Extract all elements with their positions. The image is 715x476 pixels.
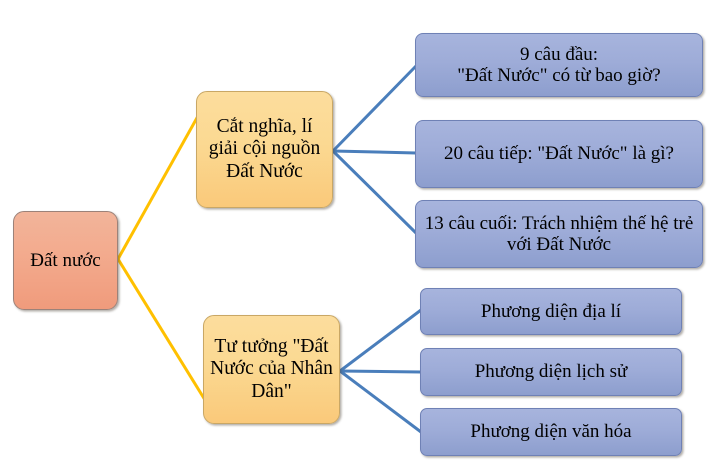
leaf-node-1-2[interactable]: 20 câu tiếp: "Đất Nước" là gì? <box>415 120 703 188</box>
connector-branch-1-to-leaf-2 <box>332 149 417 155</box>
branch-node-2-label: Tư tưởng "Đất Nước của Nhân Dân" <box>210 336 333 402</box>
connector-branch-2-to-leaf-3 <box>339 369 422 434</box>
connector-branch-1-to-leaf-1 <box>331 64 418 153</box>
leaf-node-2-1[interactable]: Phương diện địa lí <box>420 288 682 335</box>
connector-branch-2-to-leaf-1 <box>339 308 422 373</box>
leaf-node-1-3[interactable]: 13 câu cuối: Trách nhiệm thế hệ trẻ với … <box>415 200 703 268</box>
leaf-node-2-1-label: Phương diện địa lí <box>480 300 622 322</box>
leaf-node-2-3-label: Phương diện văn hóa <box>470 421 632 443</box>
branch-node-1-label: Cắt nghĩa, lí giải cội nguồn Đất Nước <box>208 116 321 182</box>
leaf-node-2-2[interactable]: Phương diện lịch sử <box>420 348 682 396</box>
leaf-node-2-3[interactable]: Phương diện văn hóa <box>420 408 682 456</box>
leaf-node-2-2-label: Phương diện lịch sử <box>474 361 628 383</box>
leaf-node-1-1-label: 9 câu đầu: "Đất Nước" có từ bao giờ? <box>457 43 661 86</box>
branch-node-2[interactable]: Tư tưởng "Đất Nước của Nhân Dân" <box>203 315 340 424</box>
root-node[interactable]: Đất nước <box>13 211 118 310</box>
connector-root-to-branch-1 <box>116 115 200 260</box>
connector-branch-1-to-leaf-3 <box>331 149 418 235</box>
leaf-node-1-2-label: 20 câu tiếp: "Đất Nước" là gì? <box>443 143 674 165</box>
connector-branch-2-to-leaf-2 <box>339 369 422 374</box>
branch-node-1[interactable]: Cắt nghĩa, lí giải cội nguồn Đất Nước <box>196 91 333 208</box>
root-node-label: Đất nước <box>30 249 101 271</box>
leaf-node-1-1[interactable]: 9 câu đầu: "Đất Nước" có từ bao giờ? <box>415 33 703 97</box>
leaf-node-1-3-label: 13 câu cuối: Trách nhiệm thế hệ trẻ với … <box>424 212 694 255</box>
connector-root-to-branch-2 <box>116 258 207 401</box>
